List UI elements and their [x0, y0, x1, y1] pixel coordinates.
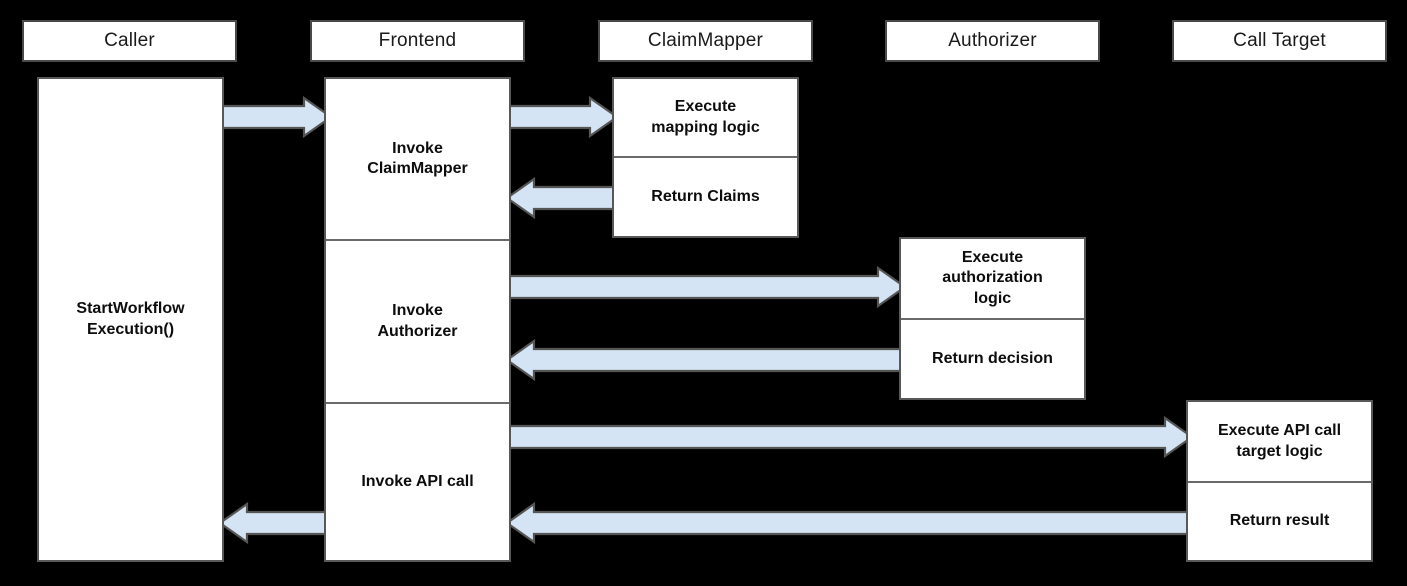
- activation-return-decision: Return decision: [901, 318, 1084, 398]
- participant-header-frontend: Frontend: [310, 20, 525, 62]
- participant-label: Caller: [104, 30, 155, 51]
- activation-return-result: Return result: [1188, 481, 1371, 560]
- participant-header-authorizer: Authorizer: [885, 20, 1100, 62]
- participant-header-claimmapper: ClaimMapper: [598, 20, 813, 62]
- lifeline-calltarget: Execute API call target logic Return res…: [1186, 400, 1373, 562]
- message-arrow-frontend-to-calltarget: [507, 415, 1194, 459]
- participant-label: Frontend: [378, 30, 457, 51]
- lifeline-claimmapper: Execute mapping logic Return Claims: [612, 77, 799, 238]
- participant-header-calltarget: Call Target: [1172, 20, 1387, 62]
- message-arrow-authorizer-to-frontend: [505, 338, 907, 382]
- activation-execute-mapping-logic: Execute mapping logic: [614, 79, 797, 156]
- message-arrow-frontend-to-authorizer: [507, 265, 907, 309]
- message-arrow-frontend-to-caller: [218, 501, 333, 545]
- activation-execute-authorization-logic: Execute authorization logic: [901, 239, 1084, 318]
- activation-invoke-claimmapper: Invoke ClaimMapper: [326, 79, 509, 239]
- participant-label: ClaimMapper: [647, 30, 764, 51]
- lifeline-frontend: Invoke ClaimMapper Invoke Authorizer Inv…: [324, 77, 511, 562]
- lifeline-authorizer: Execute authorization logic Return decis…: [899, 237, 1086, 400]
- participant-header-caller: Caller: [22, 20, 237, 62]
- participant-label: Call Target: [1233, 30, 1326, 51]
- activation-startworkflow-execution: StartWorkflow Execution(): [39, 79, 222, 560]
- message-arrow-calltarget-to-frontend: [505, 501, 1194, 545]
- activation-invoke-authorizer: Invoke Authorizer: [326, 239, 509, 402]
- lifeline-caller: StartWorkflow Execution(): [37, 77, 224, 562]
- activation-invoke-api-call: Invoke API call: [326, 402, 509, 560]
- activation-execute-api-call-target-logic: Execute API call target logic: [1188, 402, 1371, 481]
- participant-label: Authorizer: [948, 30, 1037, 51]
- message-arrow-claimmapper-to-frontend: [505, 176, 619, 220]
- activation-return-claims: Return Claims: [614, 156, 797, 236]
- message-arrow-frontend-to-claimmapper: [507, 95, 619, 139]
- message-arrow-caller-to-frontend: [219, 95, 333, 139]
